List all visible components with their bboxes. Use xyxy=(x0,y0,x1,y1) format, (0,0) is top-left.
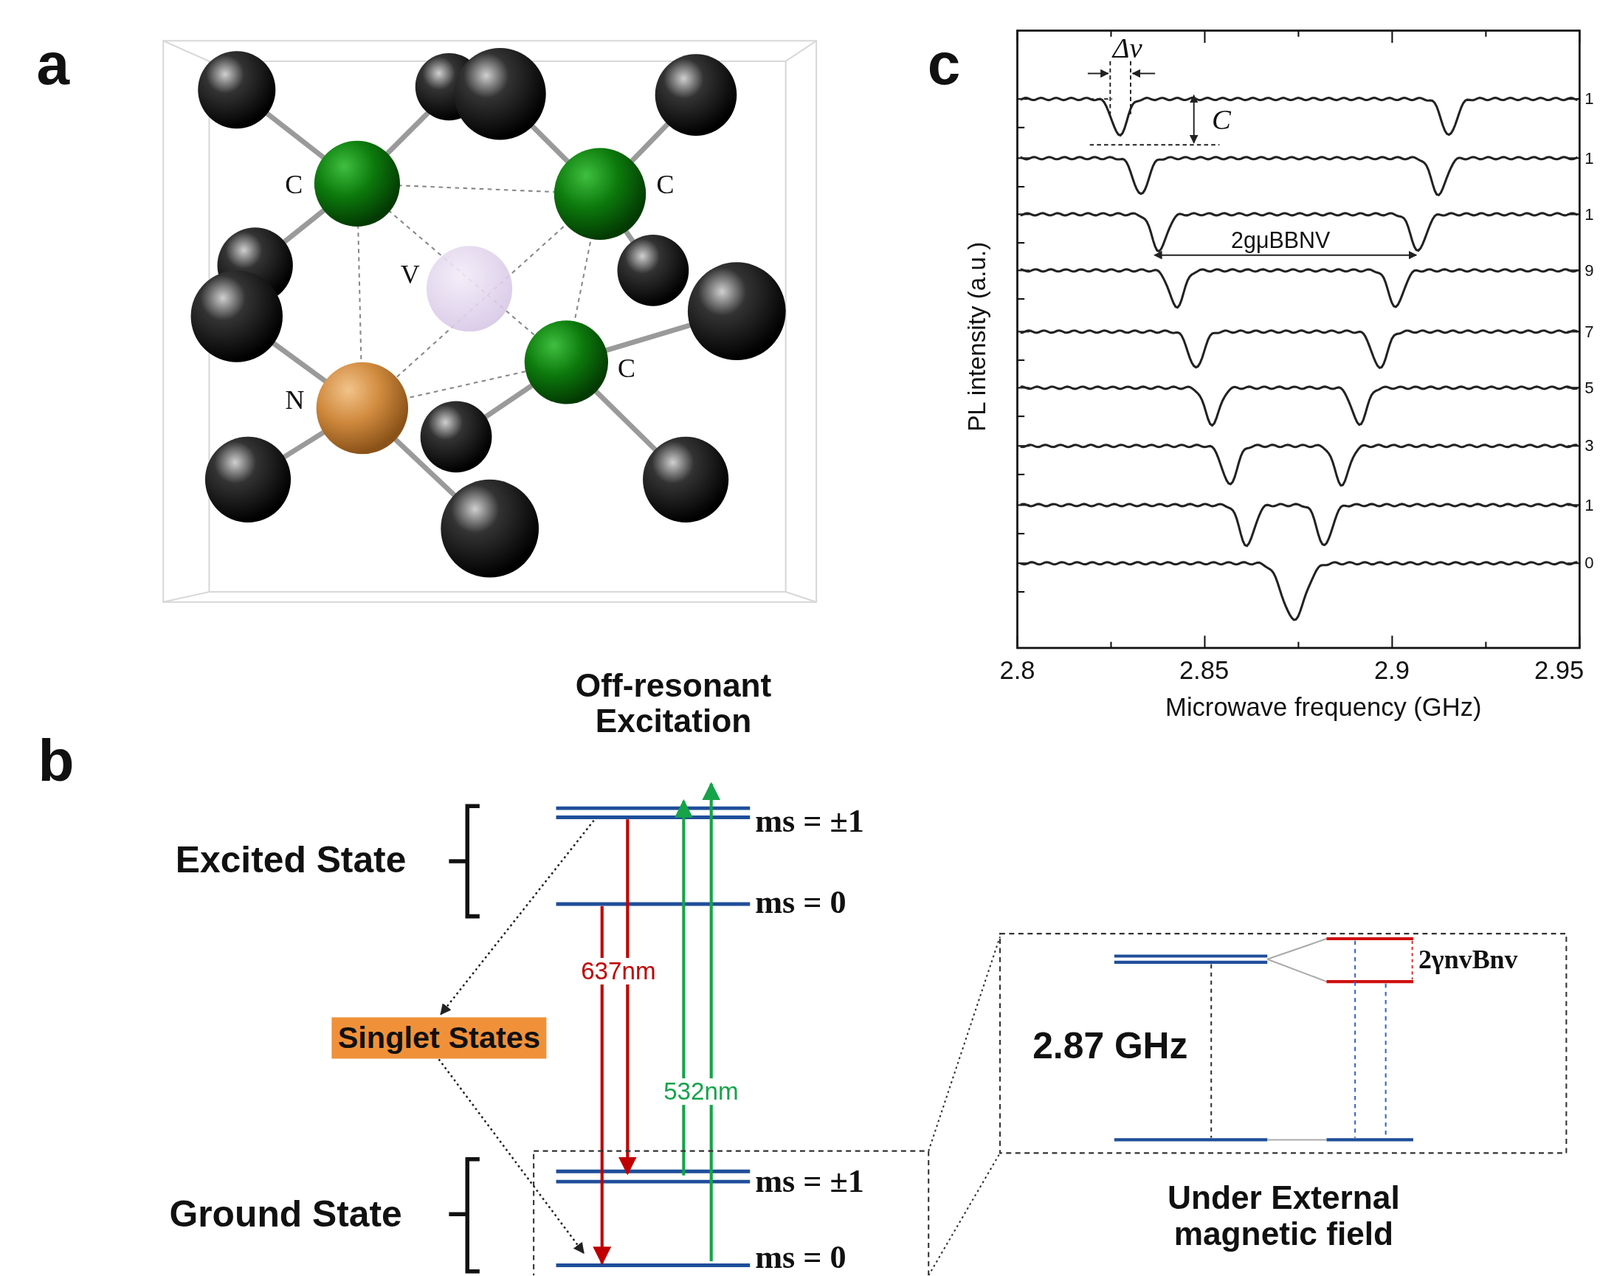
trace-value: 1 xyxy=(1584,495,1594,514)
trace-value: 1 xyxy=(1584,90,1594,108)
panel-letter: a xyxy=(36,30,71,96)
state-label: Ground State xyxy=(169,1194,403,1235)
trace-value: 0 xyxy=(1584,554,1594,572)
excitation-arrows xyxy=(683,783,711,1262)
splitting-label: 2gμBBNV xyxy=(1228,228,1333,254)
state-label: Excited State xyxy=(175,839,407,881)
inset-box xyxy=(1000,933,1567,1153)
axis-title: PL intensity (a.u.) xyxy=(963,242,991,432)
trace-value: 5 xyxy=(1584,378,1594,397)
tick-label: 2.85 xyxy=(1179,656,1229,685)
atom-label: C xyxy=(617,354,636,385)
spin-level: ms = 0 xyxy=(754,884,847,921)
zoom-lines xyxy=(928,936,1000,1276)
spectrum-trace xyxy=(1020,386,1578,426)
singlet-box: Singlet States xyxy=(331,1017,547,1059)
odmr-spectra xyxy=(1020,98,1578,620)
spectrum-trace xyxy=(1020,98,1578,136)
spin-level: ms = 0 xyxy=(754,1239,847,1276)
inset-caption: Under External magnetic field xyxy=(1115,1180,1452,1252)
trace-value: 7 xyxy=(1584,322,1594,341)
zoom-box xyxy=(533,1151,929,1276)
plot-frame xyxy=(1017,30,1581,648)
atom-label: C xyxy=(656,171,674,201)
carbon-atoms xyxy=(191,47,786,578)
atom-label: V xyxy=(400,261,420,291)
spectrum-trace xyxy=(1020,269,1578,308)
trace-value: 1 xyxy=(1584,149,1594,167)
trace-value: 1 xyxy=(1584,205,1594,223)
spectrum-trace xyxy=(1020,562,1578,620)
vacancy-site xyxy=(426,245,513,332)
spectrum-annotations xyxy=(1087,61,1417,256)
panel-letter: b xyxy=(38,727,75,793)
zero-field-splitting: 2.87 GHz xyxy=(1029,1025,1192,1067)
energy-levels xyxy=(556,808,751,1265)
axis-ticks xyxy=(1017,30,1581,648)
spin-level: ms = ±1 xyxy=(754,803,865,840)
axis-title: Microwave frequency (GHz) xyxy=(1165,692,1482,722)
nitrogen-atom xyxy=(316,362,409,454)
atom-label: N xyxy=(285,386,305,417)
trace-value: 3 xyxy=(1584,436,1594,455)
tick-label: 2.9 xyxy=(1374,656,1410,685)
wavelength-label: 637nm xyxy=(577,957,660,985)
panel-letter: c xyxy=(927,30,961,96)
wavelength-label: 532nm xyxy=(660,1078,742,1105)
emission-arrows xyxy=(602,819,629,1263)
linewidth-label: Δν xyxy=(1112,33,1143,65)
tick-label: 2.8 xyxy=(999,656,1035,685)
atom-label: C xyxy=(284,171,303,201)
tick-label: 2.95 xyxy=(1534,656,1584,685)
spectrum-trace xyxy=(1020,445,1578,486)
spectrum-trace xyxy=(1020,504,1578,547)
trace-value: 9 xyxy=(1584,261,1594,279)
contrast-label: C xyxy=(1211,104,1231,137)
unit-cell-frame xyxy=(163,40,817,602)
spectrum-trace xyxy=(1020,330,1578,369)
excitation-label: Off-resonant Excitation xyxy=(525,667,822,740)
node-text: Singlet States xyxy=(338,1020,541,1056)
spectrum-trace xyxy=(1020,157,1578,196)
zeeman-splitting: 2γnvBnv xyxy=(1418,945,1519,975)
spin-level: ms = ±1 xyxy=(754,1163,865,1200)
bonds xyxy=(236,90,737,530)
